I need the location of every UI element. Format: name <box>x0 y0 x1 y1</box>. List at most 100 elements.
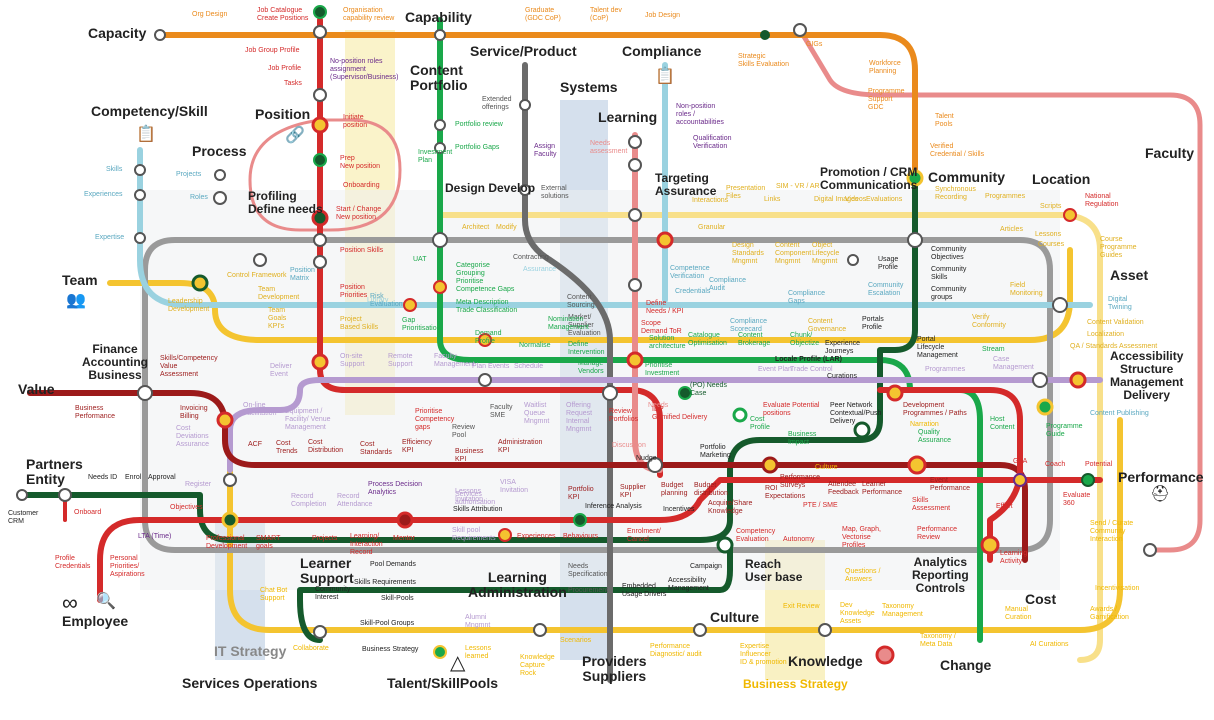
label: Gap Prioritisation <box>402 317 441 332</box>
line-pink-position <box>248 118 402 232</box>
station[interactable] <box>311 353 329 371</box>
label: GIGs <box>806 41 823 48</box>
station[interactable] <box>433 645 447 659</box>
station[interactable] <box>519 184 531 196</box>
station[interactable] <box>906 169 924 187</box>
label: Videos <box>845 196 867 203</box>
station[interactable] <box>628 135 642 149</box>
station[interactable] <box>980 535 1000 555</box>
station[interactable] <box>213 191 227 205</box>
station[interactable] <box>313 153 327 167</box>
label: Community Skills <box>931 266 967 281</box>
station[interactable] <box>134 232 146 244</box>
label: Portfolio Marketing <box>700 444 731 459</box>
station[interactable] <box>432 232 448 248</box>
label: Risk Evaluation <box>370 293 403 308</box>
station[interactable] <box>16 489 28 501</box>
station[interactable] <box>533 623 547 637</box>
station[interactable] <box>1032 372 1048 388</box>
label: Faculty SME <box>490 404 513 419</box>
station[interactable] <box>253 253 267 267</box>
label: Prioritise Competency gaps <box>415 408 455 431</box>
station[interactable] <box>818 623 832 637</box>
label: SIM - VR / AR <box>776 183 820 190</box>
station[interactable] <box>793 23 807 37</box>
label: Supplier KPI <box>620 484 646 499</box>
station[interactable] <box>647 457 663 473</box>
station[interactable] <box>907 232 923 248</box>
station[interactable] <box>313 255 327 269</box>
label: Community Interest <box>315 586 351 601</box>
label: Knowledge Capture Rock <box>520 654 555 677</box>
label: Portal Lifecycle Management <box>917 336 958 359</box>
station[interactable] <box>1081 473 1095 487</box>
label: Needs assessment <box>590 140 628 155</box>
station[interactable] <box>626 351 644 369</box>
station[interactable] <box>573 513 587 527</box>
station[interactable] <box>311 209 329 227</box>
station[interactable] <box>216 411 234 429</box>
station[interactable] <box>628 278 642 292</box>
label: Portals Profile <box>862 316 884 331</box>
station[interactable] <box>1036 398 1054 416</box>
station[interactable] <box>434 29 446 41</box>
station[interactable] <box>313 88 327 102</box>
station[interactable] <box>134 189 146 201</box>
label: Job Group Profile <box>245 47 300 54</box>
station[interactable] <box>761 456 779 474</box>
hub-design-develop: Design Develop <box>445 181 536 195</box>
station[interactable] <box>154 29 166 41</box>
station[interactable] <box>478 333 492 347</box>
label: Experience Journeys <box>825 340 861 355</box>
label: Content Validation <box>1087 319 1144 326</box>
station[interactable] <box>313 233 327 247</box>
label: Acquire/Share Knowledge <box>708 500 753 515</box>
label: Leadership Development <box>168 298 210 313</box>
station[interactable] <box>223 473 237 487</box>
station[interactable] <box>628 158 642 172</box>
station[interactable] <box>191 274 209 292</box>
label: Business KPI <box>455 448 484 463</box>
station[interactable] <box>847 254 859 266</box>
station[interactable] <box>907 455 927 475</box>
station[interactable] <box>137 385 153 401</box>
station[interactable] <box>1052 297 1068 313</box>
label: Project Based Skills <box>340 316 379 331</box>
stations <box>16 5 1157 665</box>
station[interactable] <box>403 298 417 312</box>
station[interactable] <box>134 164 146 176</box>
station[interactable] <box>1063 208 1077 222</box>
station[interactable] <box>732 407 748 423</box>
label: Skills <box>106 166 123 173</box>
station[interactable] <box>1069 371 1087 389</box>
station[interactable] <box>1013 473 1027 487</box>
station[interactable] <box>678 386 692 400</box>
station[interactable] <box>313 25 327 39</box>
station[interactable] <box>478 373 492 387</box>
station[interactable] <box>396 511 414 529</box>
station[interactable] <box>519 99 531 111</box>
station[interactable] <box>716 536 734 554</box>
station[interactable] <box>434 142 446 154</box>
label: Manage Vendors <box>578 360 604 375</box>
station[interactable] <box>628 208 642 222</box>
station[interactable] <box>886 384 904 402</box>
station[interactable] <box>433 280 447 294</box>
station[interactable] <box>760 30 770 40</box>
station[interactable] <box>311 116 329 134</box>
station[interactable] <box>875 645 895 665</box>
station[interactable] <box>693 623 707 637</box>
station[interactable] <box>313 5 327 19</box>
station[interactable] <box>214 169 226 181</box>
station[interactable] <box>498 528 512 542</box>
station[interactable] <box>434 119 446 131</box>
station[interactable] <box>602 385 618 401</box>
label: Case Management <box>993 356 1034 371</box>
station[interactable] <box>313 625 327 639</box>
station[interactable] <box>58 488 72 502</box>
station[interactable] <box>853 421 871 439</box>
station[interactable] <box>1143 543 1157 557</box>
station[interactable] <box>656 231 674 249</box>
hub-faculty: Faculty <box>1145 145 1195 161</box>
station[interactable] <box>221 511 239 529</box>
